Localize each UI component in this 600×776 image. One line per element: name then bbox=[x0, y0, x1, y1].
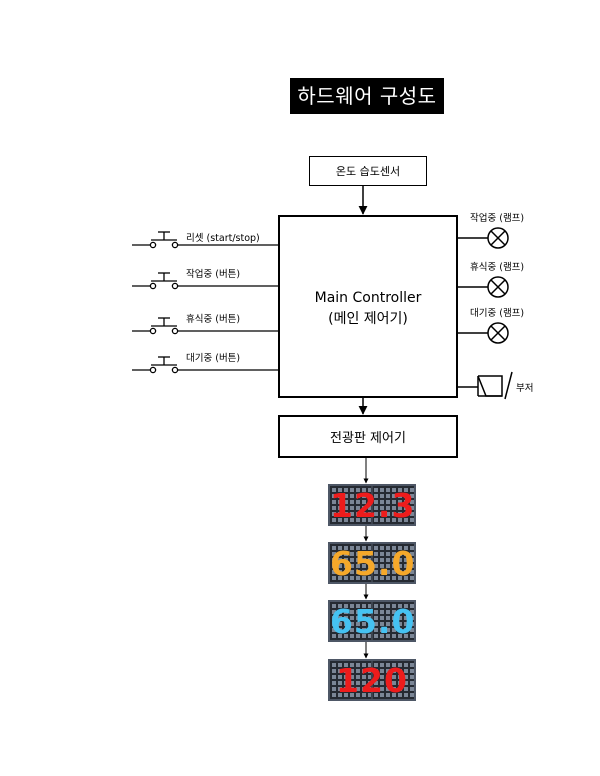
led-display-3-value: 65.0 bbox=[330, 602, 416, 641]
main-controller-name: Main Controller bbox=[314, 290, 422, 306]
switch-waiting-icon bbox=[132, 356, 278, 374]
led-display-3: 65.0 bbox=[328, 600, 416, 642]
switch-working-icon bbox=[132, 272, 278, 290]
buzzer-icon bbox=[458, 371, 513, 400]
lamp-label-resting: 휴식중 (램프) bbox=[470, 262, 525, 273]
lamp-label-waiting: 대기중 (램프) bbox=[470, 308, 525, 319]
sensor-label: 온도 습도센서 bbox=[335, 165, 401, 178]
display-controller-label: 전광판 제어기 bbox=[330, 431, 406, 446]
input-label-working: 작업중 (버튼) bbox=[186, 269, 241, 280]
switch-reset-icon bbox=[132, 231, 278, 249]
led-display-1: 12.3 bbox=[328, 484, 416, 526]
led-display-2-value: 65.0 bbox=[330, 544, 416, 583]
lamp-working-icon bbox=[458, 227, 509, 249]
input-label-reset: 리셋 (start/stop) bbox=[186, 233, 260, 244]
main-controller-subname: (메인 제어기) bbox=[328, 311, 408, 327]
display-controller-box: 전광판 제어기 bbox=[278, 415, 458, 458]
main-controller-box bbox=[278, 215, 458, 398]
buzzer-label: 부저 bbox=[516, 383, 534, 394]
diagram-title: 하드웨어 구성도 bbox=[290, 78, 444, 114]
led-display-4-value: 120 bbox=[336, 661, 408, 700]
led-display-1-value: 12.3 bbox=[330, 486, 416, 525]
sensor-box: 온도 습도센서 bbox=[309, 156, 427, 186]
lamp-resting-icon bbox=[458, 276, 509, 298]
lamp-waiting-icon bbox=[458, 322, 509, 344]
lamp-label-working: 작업중 (램프) bbox=[470, 213, 525, 224]
switch-resting-icon bbox=[132, 317, 278, 335]
led-display-4: 120 bbox=[328, 659, 416, 701]
main-controller-label: Main Controller (메인 제어기) bbox=[278, 288, 458, 330]
input-label-resting: 휴식중 (버튼) bbox=[186, 314, 241, 325]
led-display-2: 65.0 bbox=[328, 542, 416, 584]
input-label-waiting: 대기중 (버튼) bbox=[186, 353, 241, 364]
